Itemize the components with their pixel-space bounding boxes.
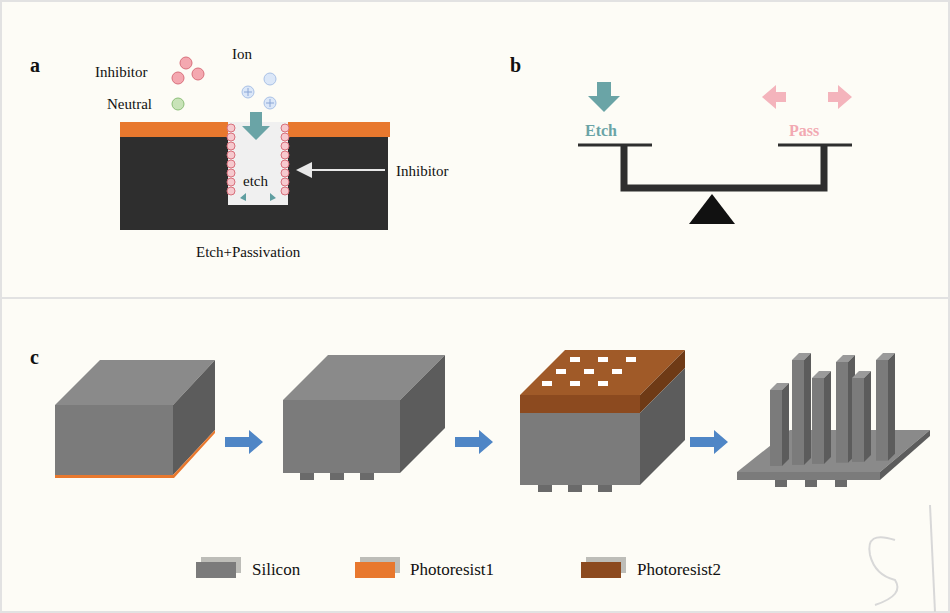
panel-letter: b: [510, 55, 521, 75]
silicon-pillar: [770, 390, 782, 466]
legend-text: Photoresist2: [637, 561, 721, 578]
legend-swatch: [355, 562, 395, 578]
legend-swatch: [196, 562, 236, 578]
silicon-pillar: [782, 383, 789, 466]
panel-caption: Etch+Passivation: [196, 245, 300, 260]
legend-swatch: [581, 562, 621, 578]
particle-label: Ion: [232, 47, 252, 62]
silicon-pillar: [836, 362, 848, 463]
region-label: etch: [243, 174, 268, 189]
silicon-pillar: [812, 378, 824, 464]
silicon-pillar: [864, 371, 871, 462]
balance-label: Etch: [585, 123, 617, 139]
silicon-pillar: [824, 371, 831, 464]
silicon-pillar: [852, 378, 864, 462]
silicon-pillar: [888, 353, 895, 461]
arrow-label: Inhibitor: [396, 164, 449, 179]
panel-letter: a: [30, 55, 40, 75]
silicon-pillar: [792, 360, 804, 465]
silicon-pillar: [804, 353, 811, 465]
particle-label: Inhibitor: [95, 65, 148, 80]
balance-label: Pass: [789, 123, 819, 139]
silicon-pillar: [876, 360, 888, 461]
panel-letter: c: [30, 347, 39, 367]
legend-text: Photoresist1: [410, 561, 494, 578]
legend-text: Silicon: [252, 561, 300, 578]
particle-label: Neutral: [107, 97, 152, 112]
